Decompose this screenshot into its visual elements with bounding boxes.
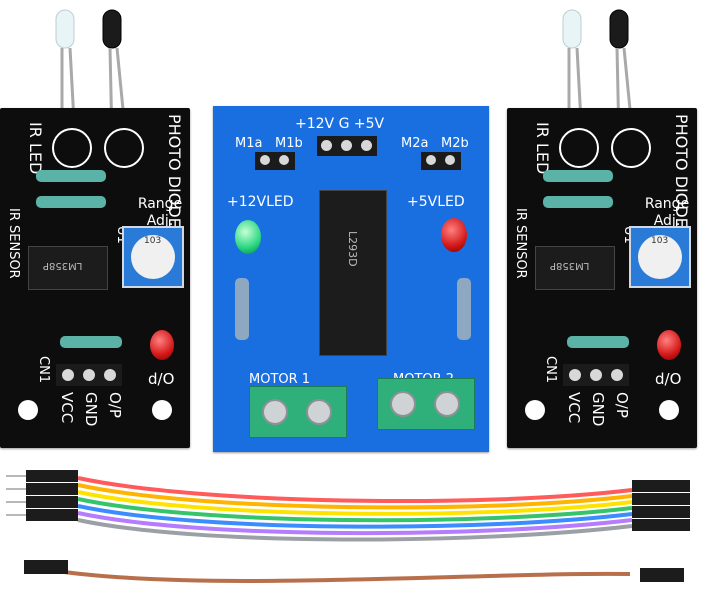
chip-marking: LM358P <box>43 260 83 271</box>
label-motor1: MOTOR 1 <box>249 372 311 387</box>
silk-ir-sensor: IR SENSOR <box>513 208 528 279</box>
resistor-right <box>457 278 471 340</box>
pot-marking: 103 <box>144 236 162 246</box>
resistor-2 <box>543 196 613 208</box>
ribbon-wire <box>77 490 633 516</box>
ir-sensor-module-left: PHOTO DIODE IR LED Range Adj. IR SENSOR … <box>0 0 190 450</box>
status-led <box>150 330 174 360</box>
silk-cn1: CN1 <box>36 356 51 384</box>
pin-label-op: O/P <box>106 392 124 418</box>
pin-label-gnd: GND <box>589 392 607 427</box>
chip-marking: LM358P <box>550 260 590 271</box>
lm358-chip: LM358P <box>28 246 108 290</box>
silk-ir-led: IR LED <box>533 122 552 175</box>
silk-photo-diode: PHOTO DIODE <box>672 114 691 228</box>
motor-driver-module: +12V G +5V M1a M1b M2a M2b +12VLED +5VLE… <box>213 106 489 452</box>
resistor-3 <box>567 336 629 348</box>
motor2-terminal[interactable] <box>377 378 475 430</box>
label-m2b: M2b <box>441 136 469 151</box>
silk-cn1: CN1 <box>543 356 558 384</box>
ribbon-cable <box>77 476 633 542</box>
label-m1b: M1b <box>275 136 303 151</box>
ir-led-footprint <box>52 128 92 168</box>
output-header[interactable] <box>56 364 122 386</box>
pot-marking: 103 <box>651 236 669 246</box>
single-wire-connector-right[interactable] <box>640 568 684 582</box>
jumper-cables <box>6 470 690 583</box>
led-5v <box>441 218 467 252</box>
pcb-board: PHOTO DIODE IR LED Range Adj. IR SENSOR … <box>0 108 190 448</box>
pin-label-vcc: VCC <box>58 392 76 424</box>
silk-ir-sensor: IR SENSOR <box>6 208 21 279</box>
m1-header[interactable] <box>255 152 295 170</box>
ribbon-wire <box>77 483 633 510</box>
silk-photo-diode: PHOTO DIODE <box>165 114 184 228</box>
ribbon-wire <box>77 511 633 536</box>
resistor-1 <box>543 170 613 182</box>
ribbon-connectors-left[interactable] <box>6 470 78 521</box>
photo-diode-footprint <box>104 128 144 168</box>
ir-led-footprint <box>559 128 599 168</box>
output-header[interactable] <box>563 364 629 386</box>
pin-label-vcc: VCC <box>565 392 583 424</box>
pin-label-d0: d/O <box>148 370 175 388</box>
l293d-chip: L293D <box>319 190 387 356</box>
mount-hole-right <box>659 400 679 420</box>
label-12vled: +12VLED <box>227 194 294 210</box>
mount-hole-left <box>525 400 545 420</box>
silk-ir-led: IR LED <box>26 122 45 175</box>
single-wire <box>24 560 684 583</box>
resistor-3 <box>60 336 122 348</box>
ribbon-wire <box>77 476 633 504</box>
motor1-terminal[interactable] <box>249 386 347 438</box>
pin-label-d0: d/O <box>655 370 682 388</box>
label-m1a: M1a <box>235 136 263 151</box>
label-12v-g-5v: +12V G +5V <box>295 116 385 132</box>
silk-range-adj: Range Adj. <box>644 196 690 229</box>
silk-range-adj: Range Adj. <box>137 196 183 229</box>
status-led <box>657 330 681 360</box>
ribbon-wire <box>77 504 633 529</box>
pin-label-op: O/P <box>613 392 631 418</box>
resistor-2 <box>36 196 106 208</box>
ribbon-wire <box>77 518 633 542</box>
m2-header[interactable] <box>421 152 461 170</box>
range-potentiometer[interactable]: 103 <box>629 226 691 288</box>
single-wire-connector-left[interactable] <box>24 560 68 574</box>
photo-diode-footprint <box>611 128 651 168</box>
ribbon-connectors-right[interactable] <box>632 480 690 531</box>
pin-label-gnd: GND <box>82 392 100 427</box>
ir-sensor-module-right: PHOTO DIODE IR LED Range Adj. IR SENSOR … <box>507 0 697 450</box>
chip-marking: L293D <box>346 231 359 267</box>
resistor-left <box>235 278 249 340</box>
lm358-chip: LM358P <box>535 246 615 290</box>
label-m2a: M2a <box>401 136 429 151</box>
mount-hole-left <box>18 400 38 420</box>
range-potentiometer[interactable]: 103 <box>122 226 184 288</box>
ribbon-wire <box>77 497 633 523</box>
label-5vled: +5VLED <box>407 194 465 210</box>
resistor-1 <box>36 170 106 182</box>
led-12v <box>235 220 261 254</box>
power-header[interactable] <box>317 136 377 156</box>
pcb-board: PHOTO DIODE IR LED Range Adj. IR SENSOR … <box>507 108 697 448</box>
mount-hole-right <box>152 400 172 420</box>
